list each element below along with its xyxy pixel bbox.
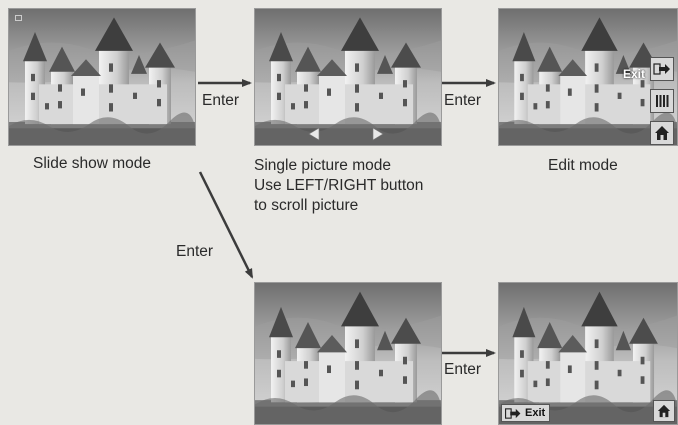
- right-arrow-icon[interactable]: [371, 127, 385, 141]
- home-button[interactable]: [650, 121, 674, 145]
- enter-label-1: Enter: [202, 92, 240, 109]
- single-mode-line-2: Use LEFT/RIGHT button: [254, 177, 424, 194]
- slideshow-picture: [8, 8, 196, 146]
- grid-icon: [656, 95, 669, 107]
- single-mode-line-1: Single picture mode: [254, 157, 391, 174]
- arrow-slideshow-to-bottom: [198, 171, 254, 279]
- left-arrow-icon[interactable]: [307, 127, 321, 141]
- edit-side-panel: [650, 57, 677, 145]
- exit-arrow-icon: [653, 63, 670, 75]
- exit-label: Exit: [525, 407, 546, 419]
- enter-label-3: Enter: [176, 243, 214, 260]
- single-mode-line-3: to scroll picture: [254, 197, 359, 214]
- exit-label: Exit: [623, 67, 646, 81]
- edit-picture: Exit: [498, 8, 678, 146]
- slideshow-mode-label: Slide show mode: [33, 155, 152, 172]
- edit-mode-label: Edit mode: [548, 157, 618, 174]
- home-icon: [657, 404, 671, 418]
- edit-picture-bottom: Exit: [498, 282, 678, 425]
- second-picture: [254, 282, 442, 425]
- enter-label-2: Enter: [444, 92, 482, 109]
- exit-arrow-icon: [505, 407, 521, 419]
- castle-image: [255, 283, 441, 424]
- castle-image: [255, 9, 441, 145]
- enter-label-4: Enter: [444, 361, 482, 378]
- single-picture-mode-label: Single picture mode Use LEFT/RIGHT butto…: [254, 156, 423, 216]
- grid-button[interactable]: [650, 89, 674, 113]
- castle-image: [9, 9, 195, 145]
- single-picture: [254, 8, 442, 146]
- exit-button[interactable]: [650, 57, 674, 81]
- slideshow-indicator-icon: [15, 15, 22, 21]
- exit-button-bottom[interactable]: Exit: [501, 404, 551, 422]
- home-button[interactable]: [653, 400, 675, 422]
- castle-image: [499, 283, 677, 424]
- home-icon: [655, 126, 669, 140]
